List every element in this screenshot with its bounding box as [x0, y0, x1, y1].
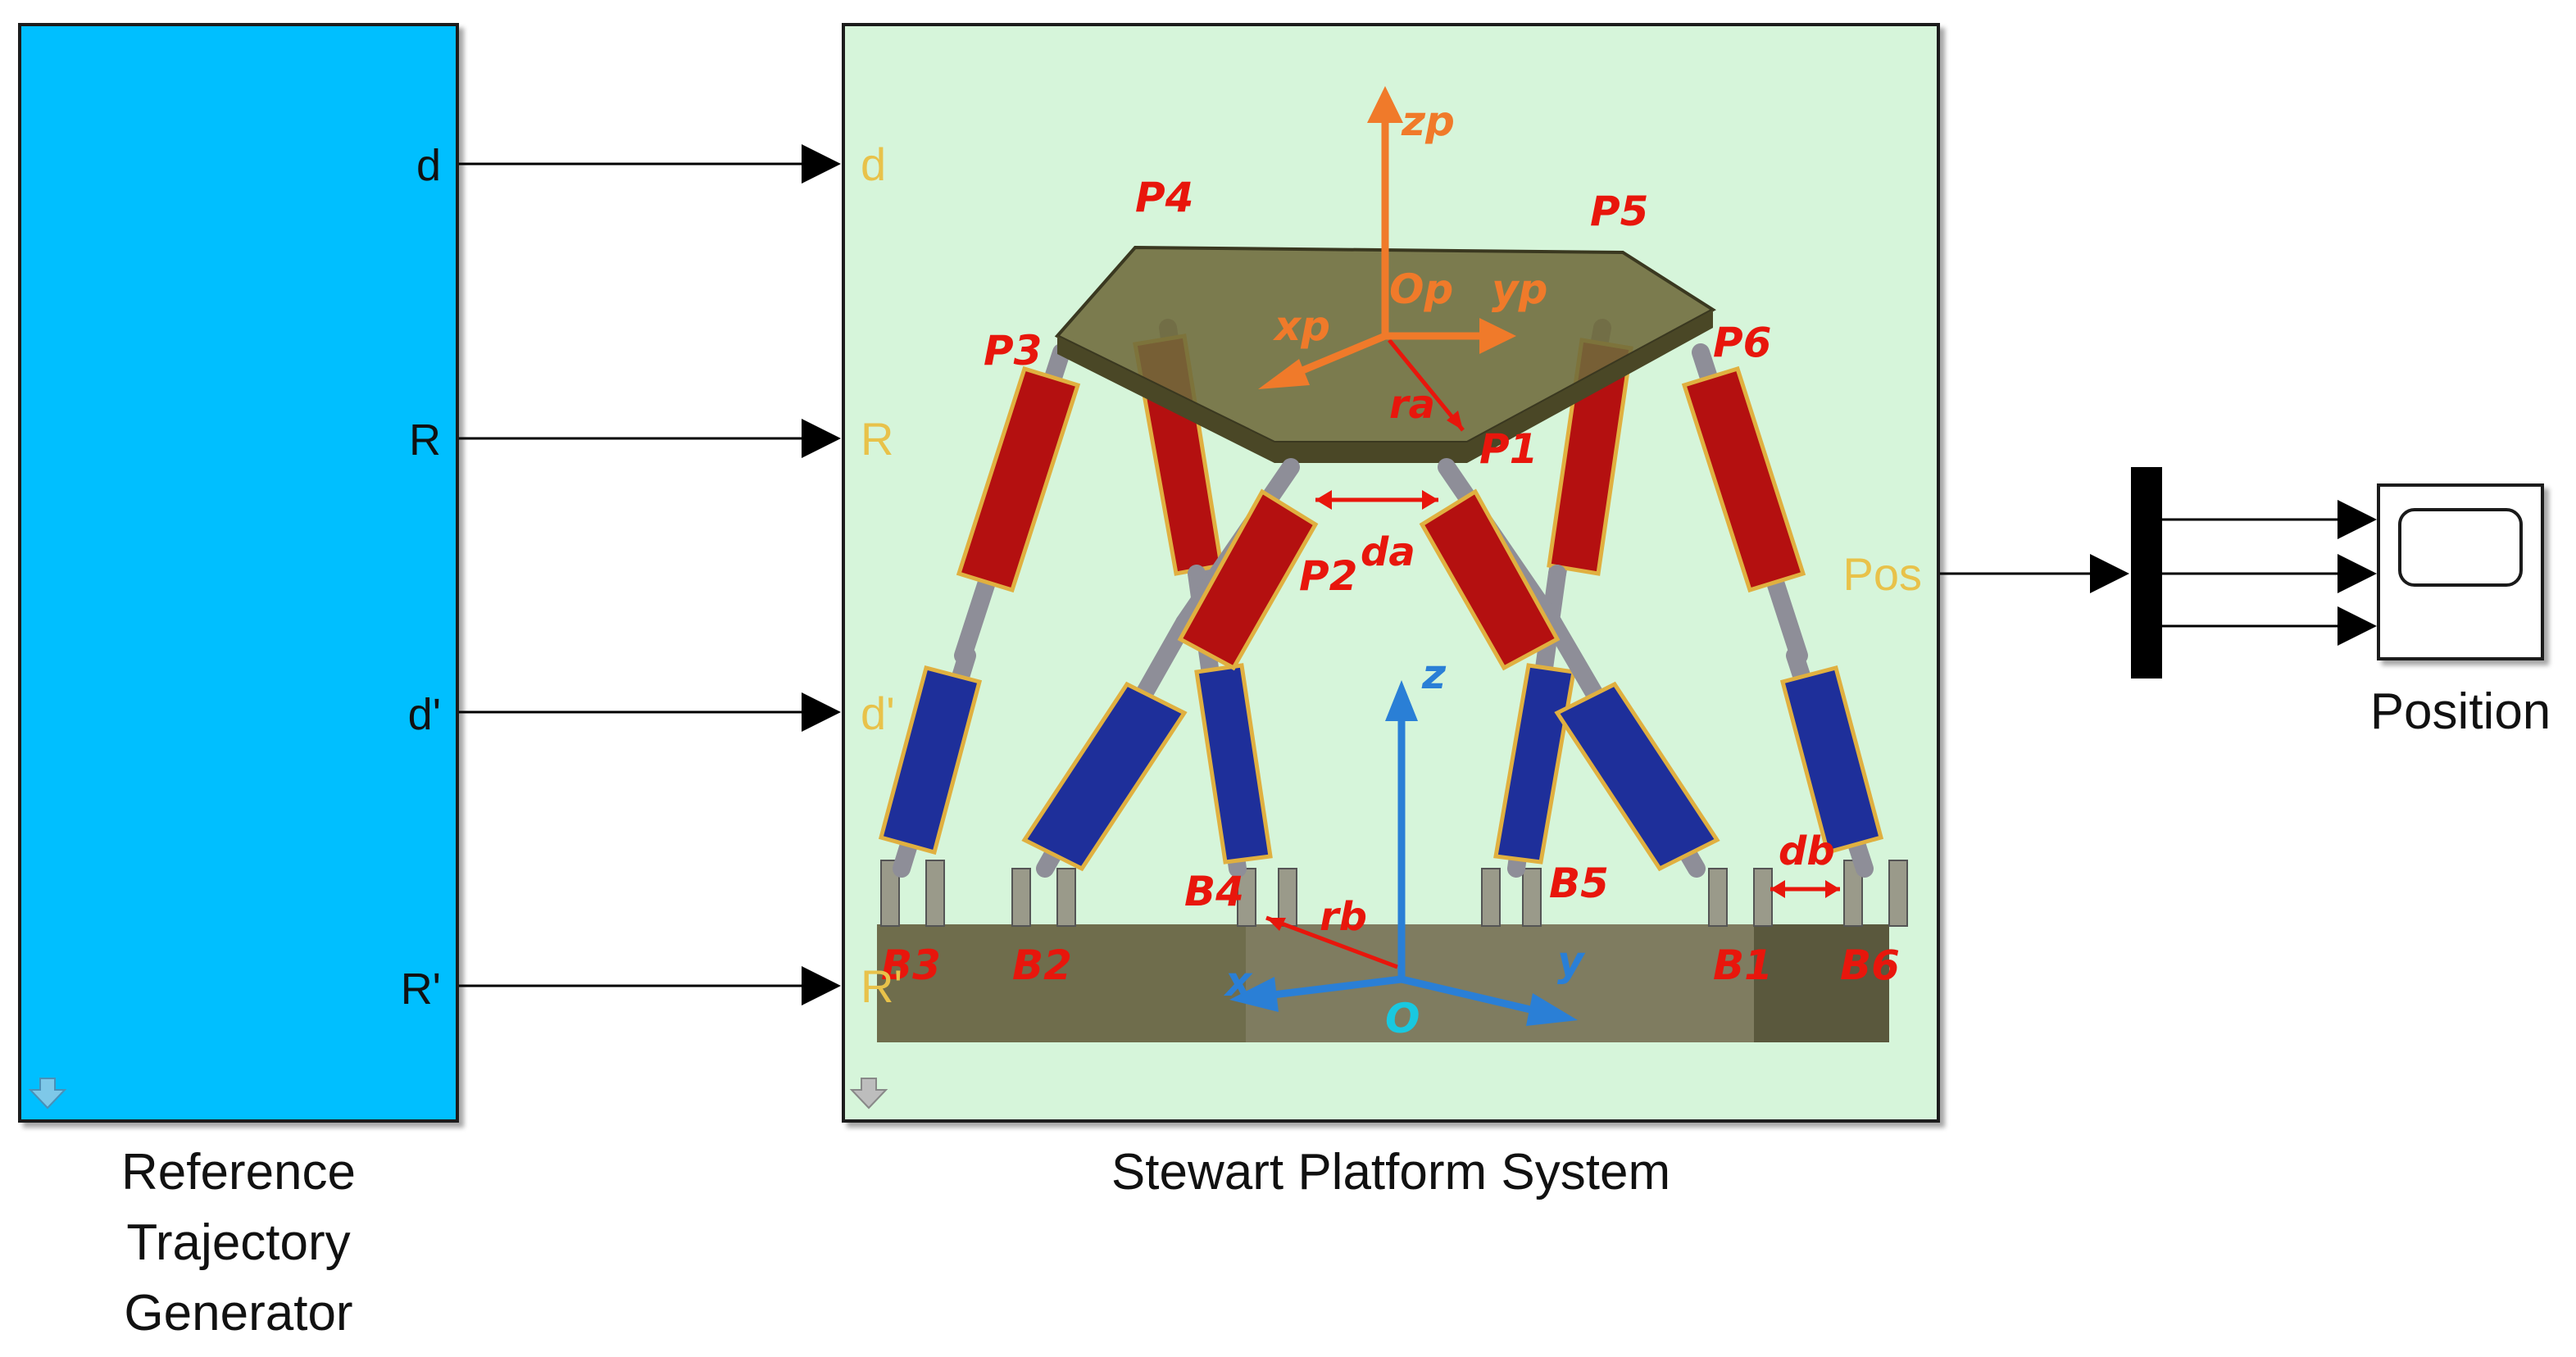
platform-frame-axes — [1258, 86, 1516, 389]
label-zp: zp — [1401, 98, 1455, 145]
label-da: da — [1361, 529, 1415, 575]
generator-block-body[interactable] — [18, 23, 459, 1123]
position-scope-block[interactable] — [2377, 483, 2544, 660]
label-db: db — [1779, 828, 1835, 874]
label-B4: B4 — [1184, 868, 1244, 915]
platform-inport-d-prime: d' — [861, 688, 895, 739]
label-B6: B6 — [1840, 942, 1900, 989]
arrow-head-pos — [2090, 554, 2129, 593]
arrow-head-d-prime — [802, 692, 841, 732]
label-y: y — [1557, 937, 1586, 985]
label-rb: rb — [1320, 894, 1367, 940]
label-P6: P6 — [1713, 319, 1771, 366]
platform-block-arrow-icon — [849, 1078, 888, 1110]
generator-block-arrow-icon — [28, 1078, 67, 1110]
label-B5: B5 — [1549, 860, 1609, 907]
base-joint-labels: B1 B2 B3 B4 B5 B6 — [881, 860, 1900, 989]
reference-trajectory-generator-block[interactable]: d R d' R' — [18, 23, 459, 1123]
signal-lines-to-scope — [2162, 500, 2377, 646]
generator-label-line-2: Trajectory — [126, 1214, 351, 1271]
label-ra: ra — [1389, 382, 1435, 428]
platform-block-label: Stewart Platform System — [1111, 1144, 1671, 1200]
label-z: z — [1421, 651, 1447, 698]
platform-outport-pos: Pos — [1843, 548, 1923, 600]
label-yp: yp — [1492, 266, 1547, 313]
stewart-platform-block[interactable]: P1 P2 P3 P4 P5 P6 B1 B2 B3 B4 B5 B6 ra d… — [842, 23, 1940, 1123]
dimension-labels: ra da rb db — [1320, 382, 1835, 940]
generator-outport-d-prime: d' — [408, 690, 441, 739]
generator-label-line-3: Generator — [124, 1285, 353, 1341]
generator-outport-d: d — [416, 141, 441, 190]
arrow-head-d — [802, 144, 841, 184]
outer-legs — [878, 343, 1884, 878]
platform-inport-R-prime: R' — [861, 960, 902, 1012]
base-plate-shadow — [1754, 924, 1889, 1042]
label-xp: xp — [1272, 302, 1330, 350]
signal-lines-inputs — [459, 144, 841, 1005]
arrow-head-R-prime — [802, 966, 841, 1005]
demux-block[interactable] — [2131, 467, 2162, 678]
base-brackets — [880, 860, 1908, 927]
label-B1: B1 — [1713, 942, 1773, 989]
label-P3: P3 — [984, 327, 1042, 374]
label-O: O — [1385, 995, 1420, 1042]
ra-dimension-line — [1388, 338, 1465, 432]
label-B2: B2 — [1012, 942, 1072, 989]
label-P2: P2 — [1299, 552, 1357, 600]
generator-outport-R: R — [409, 415, 441, 465]
label-P5: P5 — [1590, 188, 1648, 235]
label-Op: Op — [1389, 266, 1453, 313]
rb-dimension-line — [1265, 915, 1398, 969]
platform-joint-labels: P1 P2 P3 P4 P5 P6 — [984, 174, 1771, 600]
scope-block-label: Position — [2369, 683, 2551, 740]
platform-inport-labels: d R d' R' — [861, 138, 902, 1012]
base-plate-highlight — [1246, 924, 1754, 1042]
platform-axis-labels: zp Op yp xp — [1272, 98, 1547, 350]
generator-label-line-1: Reference — [120, 1144, 357, 1200]
base-frame-axes — [1229, 680, 1578, 1026]
stewart-platform-illustration: P1 P2 P3 P4 P5 P6 B1 B2 B3 B4 B5 B6 ra d… — [877, 86, 1908, 1042]
top-platform-edge — [1057, 310, 1713, 463]
label-x: x — [1223, 958, 1253, 1005]
base-axis-labels: z y x O — [1223, 651, 1586, 1042]
label-B3: B3 — [881, 942, 941, 989]
platform-inport-d: d — [861, 138, 886, 190]
label-P4: P4 — [1135, 174, 1193, 221]
platform-inport-R: R — [861, 413, 893, 465]
front-legs — [1021, 458, 1720, 878]
label-P1: P1 — [1479, 425, 1538, 473]
generator-block-label: Reference Trajectory Generator — [20, 1137, 457, 1349]
arrow-head-R — [802, 419, 841, 458]
scope-screen-icon — [2398, 508, 2523, 587]
generator-outport-R-prime: R' — [401, 964, 441, 1014]
